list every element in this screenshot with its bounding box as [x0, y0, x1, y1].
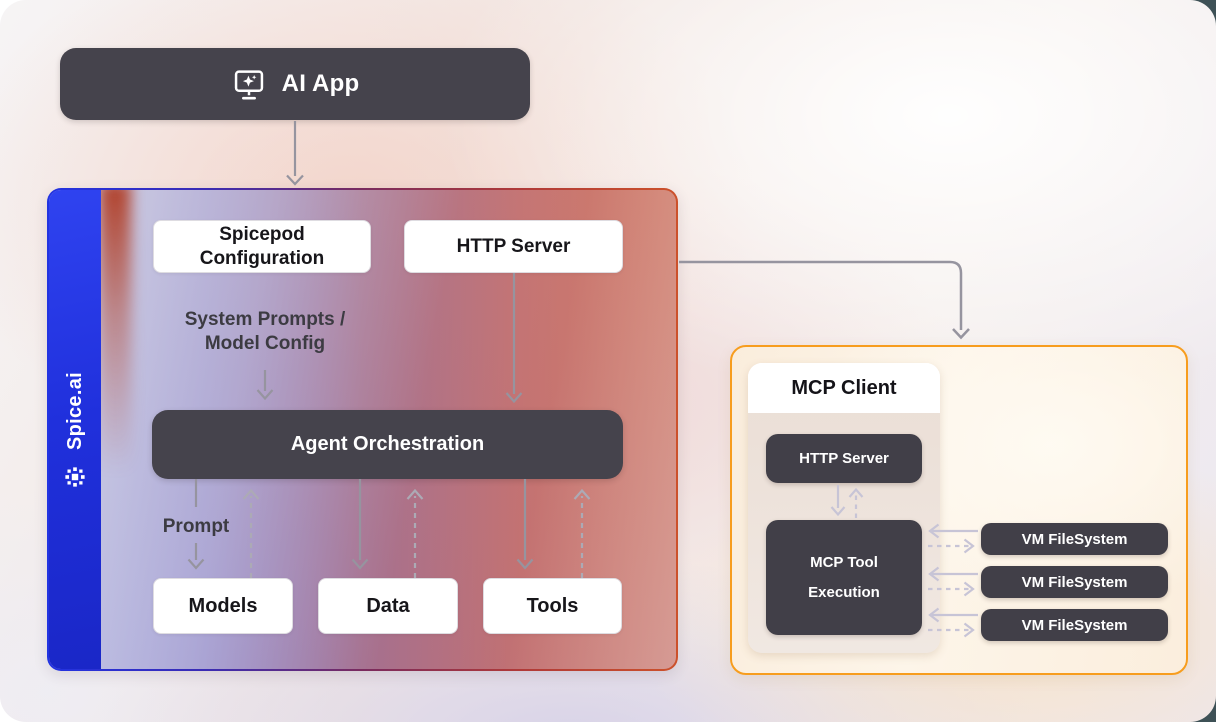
mcp-tool-execution-node: MCP Tool Execution — [766, 520, 922, 635]
monitor-sparkle-icon — [231, 66, 267, 102]
spice-sidebar: Spice.ai — [49, 190, 101, 669]
mcp-http-server-node: HTTP Server — [766, 434, 922, 483]
vm-filesystem-node-1: VM FileSystem — [981, 523, 1168, 555]
arrow-spice-to-mcp — [679, 260, 970, 340]
system-prompts-line1: System Prompts / — [184, 309, 346, 330]
system-prompts-line2: Model Config — [204, 333, 326, 355]
http-server-node: HTTP Server — [404, 220, 623, 273]
agent-orchestration-node: Agent Orchestration — [152, 410, 623, 479]
spice-logo-icon — [64, 466, 86, 488]
agent-orchestration-label: Agent Orchestration — [290, 433, 485, 455]
spice-gradient-smear — [99, 190, 131, 472]
spice-box: Spice.ai Spicepod — [47, 188, 678, 671]
spicepod-configuration-node: Spicepod Configuration — [153, 220, 371, 273]
models-label: Models — [188, 594, 258, 617]
spicepod-line1: Spicepod — [219, 223, 305, 245]
ai-app-node: AI App — [60, 48, 530, 120]
vm-filesystem-node-2: VM FileSystem — [981, 566, 1168, 598]
vm-filesystem-node-3: VM FileSystem — [981, 609, 1168, 641]
models-node: Models — [153, 578, 293, 634]
data-node: Data — [318, 578, 458, 634]
system-prompts-label: System Prompts / Model Config — [145, 308, 385, 357]
mcp-client-title: MCP Client — [748, 363, 940, 413]
tools-node: Tools — [483, 578, 622, 634]
spicepod-line2: Configuration — [199, 247, 325, 269]
ai-app-label: AI App — [281, 70, 360, 97]
spice-brand-label: Spice.ai — [63, 371, 86, 450]
arrow-aiapp-to-spice — [286, 121, 304, 186]
spice-box-inner: Spice.ai Spicepod — [49, 190, 676, 669]
tools-label: Tools — [526, 594, 579, 617]
data-label: Data — [366, 594, 410, 617]
mcp-client-container: MCP Client HTTP Server MCP Tool Executio… — [748, 363, 940, 653]
mcp-http-server-label: HTTP Server — [799, 450, 889, 467]
mcp-tool-line1: MCP Tool — [810, 554, 878, 571]
http-server-label: HTTP Server — [456, 235, 571, 257]
mcp-tool-line2: Execution — [808, 584, 880, 601]
prompt-label: Prompt — [162, 516, 230, 537]
